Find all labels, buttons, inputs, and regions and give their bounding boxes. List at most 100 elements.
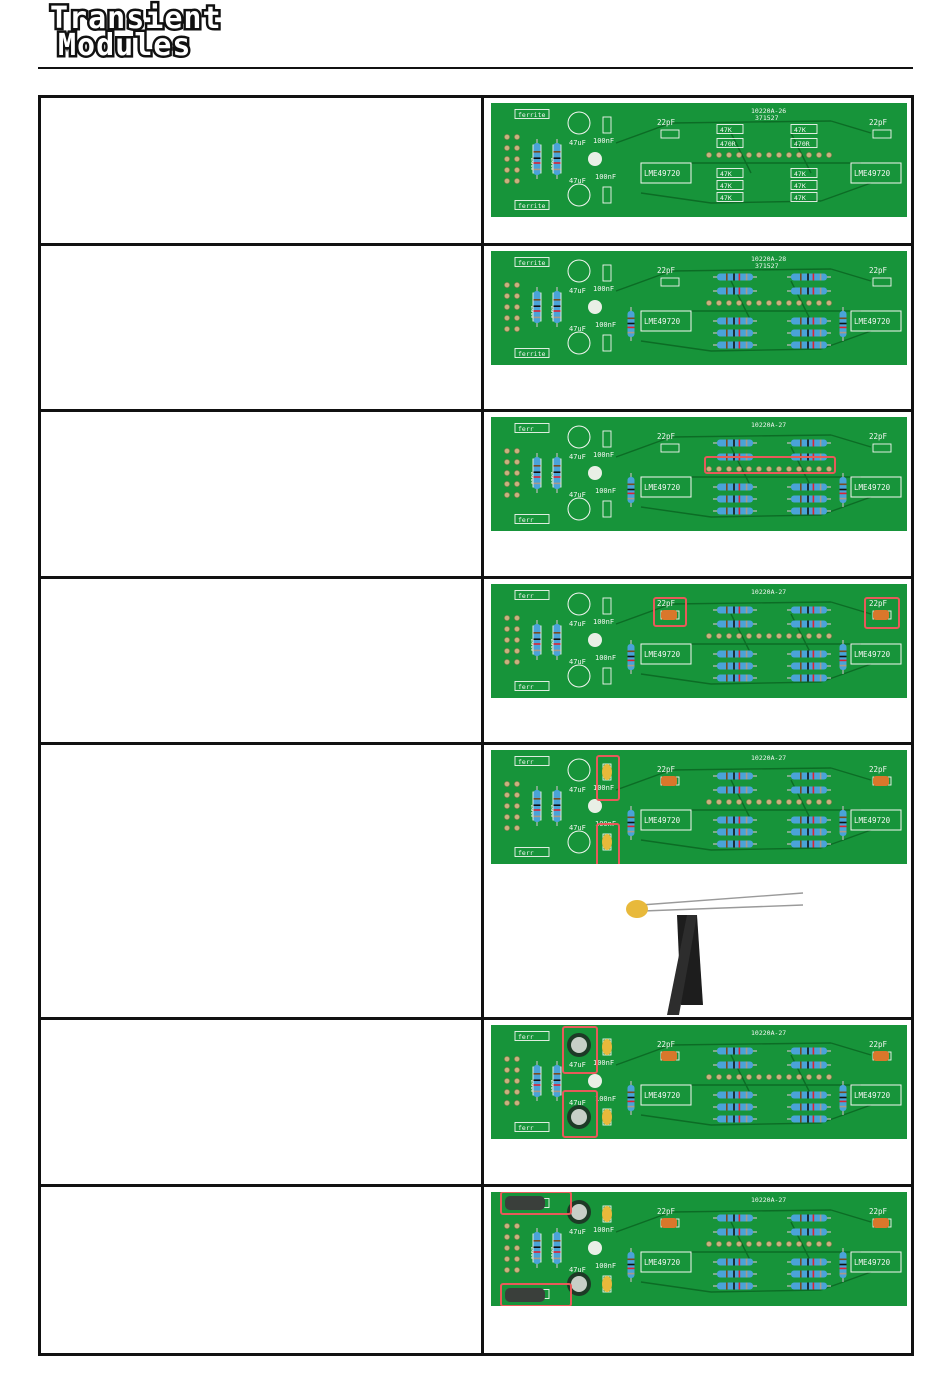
resistor [713, 1047, 757, 1055]
dec-label-bottom: 100nF [595, 1262, 616, 1270]
solder-pad [726, 633, 732, 639]
resistor-footprint [716, 192, 744, 202]
cap-label-top: 47uF [569, 620, 586, 628]
solder-pad [746, 1241, 752, 1247]
c22-label-left: 22pF [657, 1040, 676, 1049]
dec-label-top: 100nF [593, 1059, 614, 1067]
ic-label: LME49720 [854, 169, 891, 178]
resistor-label: 47K [720, 126, 732, 134]
brand-logo: Transient Modules [44, 1, 224, 63]
power-header [504, 448, 520, 498]
step-image-cell: ferriteferrite4007400747uF47uF100nF100nF… [487, 98, 911, 243]
mounting-hole [588, 300, 602, 314]
solder-pad [756, 799, 762, 805]
solder-pad [756, 633, 762, 639]
resistor-label: 47K [720, 170, 732, 178]
solder-pad [706, 1241, 712, 1247]
solder-pad [736, 799, 742, 805]
solder-pad [504, 1245, 510, 1251]
solder-pad [806, 633, 812, 639]
solder-pad [504, 293, 510, 299]
resistor [787, 1228, 831, 1236]
solder-pad [514, 282, 520, 288]
ic-label: LME49720 [644, 1091, 681, 1100]
ceramic-cap [602, 1276, 612, 1292]
dec-label-top: 100nF [593, 1226, 614, 1234]
solder-pad [766, 633, 772, 639]
resistor [713, 1282, 757, 1290]
cap-lead [640, 892, 804, 906]
solder-pad [786, 466, 792, 472]
resistor [553, 287, 561, 327]
resistor-label: ferr [518, 849, 534, 857]
board-revision: 10220A-26 [751, 107, 786, 115]
resistor-label: ferrite [518, 259, 545, 267]
c22-label-right: 22pF [869, 765, 888, 774]
board-revision: 10220A-27 [751, 1196, 786, 1204]
ic-label: LME49720 [854, 483, 891, 492]
resistor [787, 495, 831, 503]
ceramic-cap [602, 1039, 612, 1055]
solder-pad [504, 315, 510, 321]
solder-pad [736, 1074, 742, 1080]
solder-pad [716, 466, 722, 472]
resistor-footprint [514, 681, 550, 691]
solder-pad [726, 152, 732, 158]
c22-label-right: 22pF [869, 266, 888, 275]
step-image-cell: ferriteferrite4007400747uF47uF100nF100nF… [487, 246, 911, 409]
c22-cap [661, 1218, 677, 1228]
resistor [713, 1061, 757, 1069]
solder-pad [514, 1100, 520, 1106]
solder-pad [514, 492, 520, 498]
resistor [713, 772, 757, 780]
pcb-photo: 4007400747uF47uF100nF100nFLME49720LME497… [491, 1192, 907, 1306]
solder-pad [706, 1074, 712, 1080]
solder-pad [514, 1267, 520, 1273]
solder-pad [514, 803, 520, 809]
solder-pad [504, 637, 510, 643]
resistor [533, 453, 541, 493]
solder-pad [514, 792, 520, 798]
solder-pad [514, 156, 520, 162]
solder-pad [766, 466, 772, 472]
solder-pad [514, 615, 520, 621]
ic-footprint [640, 310, 692, 332]
solder-pad [504, 781, 510, 787]
solder-pad [826, 1074, 832, 1080]
solder-pad [514, 167, 520, 173]
resistor [713, 287, 757, 295]
dec-label-bottom: 100nF [595, 654, 616, 662]
ferrite-footprints: ferrferr40074007 [514, 590, 562, 691]
resistor [787, 1282, 831, 1290]
resistor-footprint [790, 180, 818, 190]
cap-label-bottom: 47uF [569, 1266, 586, 1274]
ic-footprint [850, 162, 902, 184]
power-header [504, 781, 520, 831]
resistor [713, 1115, 757, 1123]
resistor-footprint [716, 168, 744, 178]
resistor-footprint [790, 138, 818, 148]
resistor [713, 341, 757, 349]
highlight-box [596, 823, 620, 864]
resistor-footprint [514, 847, 550, 857]
resistor [839, 307, 847, 341]
solder-pad [746, 1074, 752, 1080]
output-header [706, 466, 832, 472]
resistor [787, 329, 831, 337]
resistor [713, 606, 757, 614]
solder-pad [816, 1241, 822, 1247]
solder-pad [806, 300, 812, 306]
board-id: 371527 [755, 114, 779, 122]
solder-pad [756, 1241, 762, 1247]
output-header [706, 300, 832, 306]
solder-pad [796, 633, 802, 639]
resistor-footprint [514, 257, 550, 267]
solder-pad [504, 492, 510, 498]
dec-label-bottom: 100nF [595, 487, 616, 495]
